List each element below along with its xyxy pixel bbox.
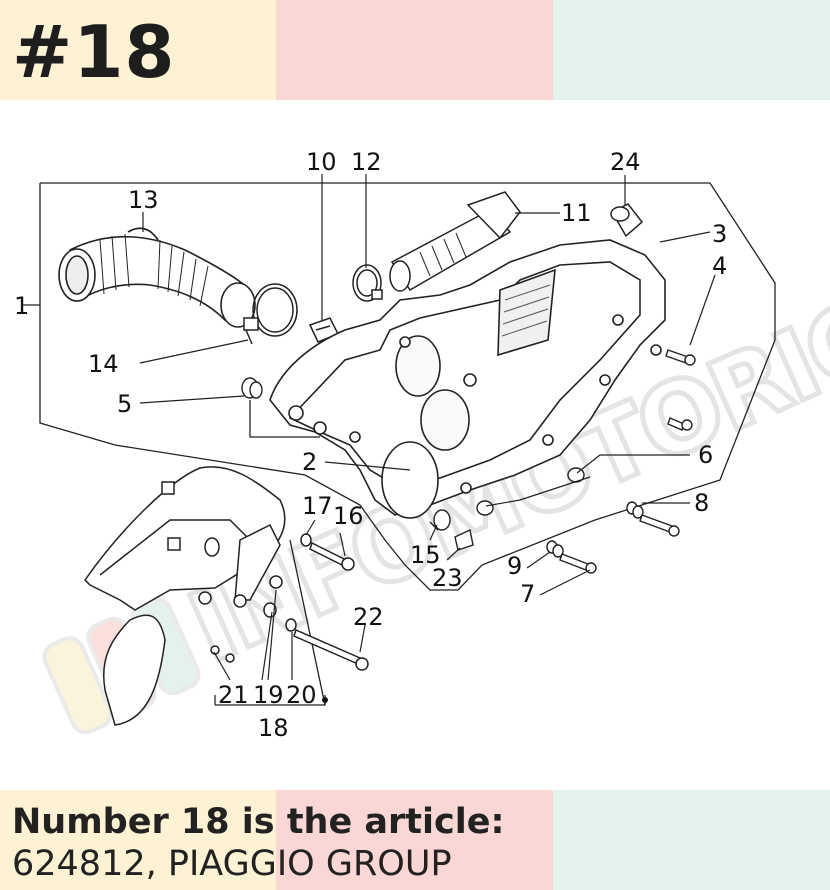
callout-1: 1	[14, 292, 29, 320]
exploded-parts-diagram: INFOMOTORICA	[14, 148, 830, 742]
callout-14: 14	[88, 350, 119, 378]
callout-12: 12	[351, 148, 382, 176]
callout-15: 15	[410, 541, 441, 569]
screws-4	[665, 349, 696, 431]
rubber-grommet	[241, 377, 263, 399]
callout-5: 5	[117, 390, 132, 418]
callout-7: 7	[520, 580, 535, 608]
footer-band-mint	[553, 790, 830, 890]
intake-snorkel	[389, 191, 521, 292]
callout-16: 16	[333, 502, 364, 530]
callout-4: 4	[712, 252, 727, 280]
part-number-badge: #18	[12, 10, 176, 94]
callout-17: 17	[302, 492, 333, 520]
header-band-pink	[276, 0, 553, 100]
callout-2: 2	[302, 448, 317, 476]
callout-21: 21	[218, 681, 249, 709]
article-caption-body: 624812, PIAGGIO GROUP	[12, 844, 452, 884]
footer-band	[0, 790, 830, 890]
drain-cap	[610, 203, 644, 238]
callout-11: 11	[561, 199, 592, 227]
callout-9: 9	[507, 552, 522, 580]
header-band	[0, 0, 830, 100]
callout-13: 13	[128, 186, 159, 214]
callout-23: 23	[432, 564, 463, 592]
air-filter-housing	[269, 239, 666, 519]
callout-22: 22	[353, 603, 384, 631]
callout-labels: 1 2 3 4 5 6 7 8 9 10 11 12 13 14 15 16 1…	[14, 148, 727, 742]
callout-20: 20	[286, 681, 317, 709]
callout-10: 10	[306, 148, 337, 176]
fasteners-6-9	[476, 467, 680, 574]
group-marker-dot	[322, 697, 328, 703]
footer-band-yellow	[0, 790, 276, 890]
drain-clip-and-plug	[429, 509, 474, 551]
lower-guard-assembly	[84, 466, 369, 726]
snorkel-clamp	[352, 264, 383, 302]
hose-clamp	[243, 283, 298, 345]
callout-6: 6	[698, 441, 713, 469]
callout-8: 8	[694, 489, 709, 517]
callout-3: 3	[712, 220, 727, 248]
header-band-yellow	[0, 0, 276, 100]
callout-24: 24	[610, 148, 641, 176]
callout-19: 19	[253, 681, 284, 709]
footer-band-pink	[276, 790, 553, 890]
leader-lines	[139, 174, 716, 681]
header-band-mint	[553, 0, 830, 100]
intake-hose	[58, 227, 256, 328]
callout-18: 18	[258, 714, 289, 742]
article-caption-title: Number 18 is the article:	[12, 802, 505, 842]
